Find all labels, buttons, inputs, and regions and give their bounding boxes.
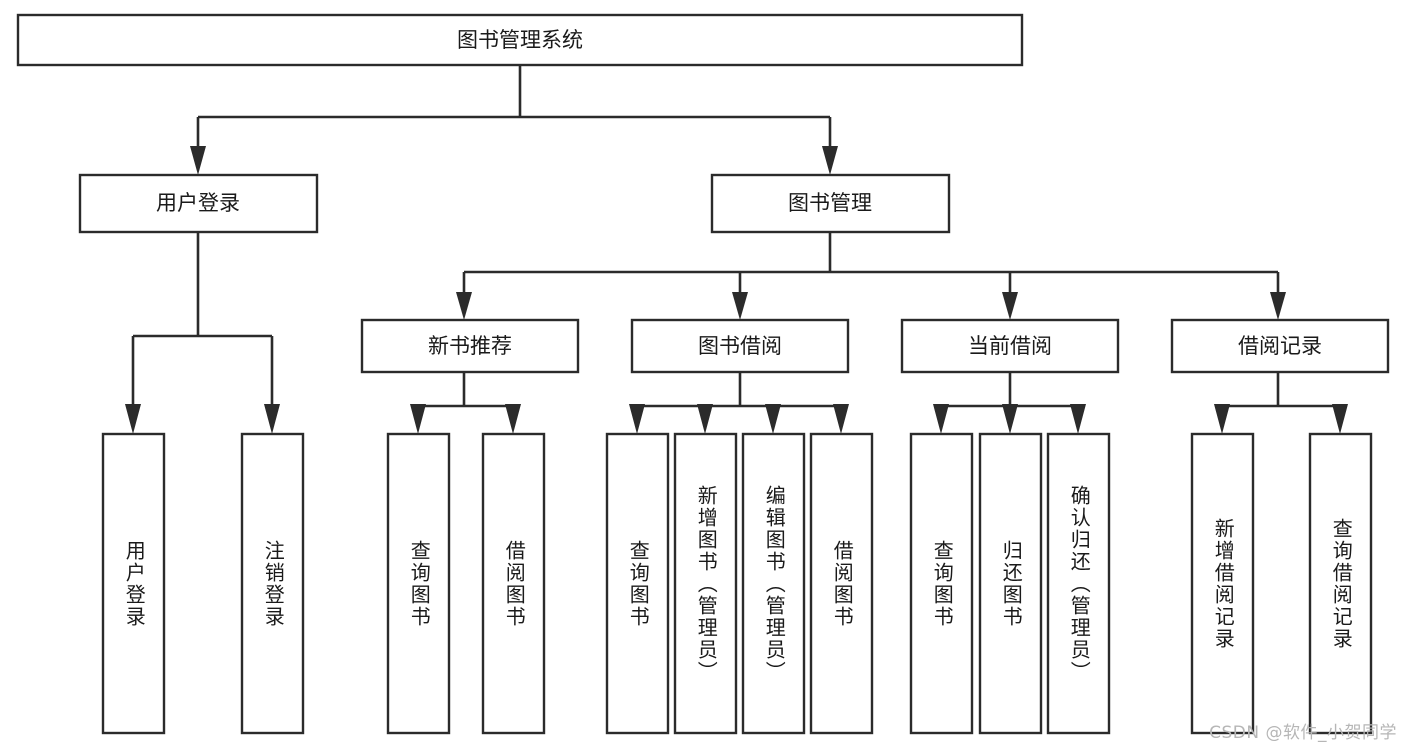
- csdn-watermark: CSDN @软件_小贺同学: [1209, 723, 1397, 743]
- arrowhead-to-userlogin: [190, 146, 206, 175]
- node-box-leaf-12[interactable]: [1190, 432, 1255, 735]
- node-box-leaf-7[interactable]: [741, 432, 806, 735]
- arrowheads-layer: [125, 146, 1348, 434]
- node-box-leaf-8[interactable]: [809, 432, 874, 735]
- node-box-book-borrow[interactable]: [630, 318, 850, 374]
- arrowhead-to-leaf8: [833, 404, 849, 434]
- arrowhead-to-leaf12: [1214, 404, 1230, 434]
- arrowhead-to-newbook: [456, 292, 472, 320]
- node-label-borrow-record: 借阅记录: [1238, 334, 1322, 358]
- arrowhead-to-leaf9: [933, 404, 949, 434]
- node-box-leaf-5[interactable]: [605, 432, 670, 735]
- node-box-current-borrow[interactable]: [900, 318, 1120, 374]
- node-box-leaf-3[interactable]: [386, 432, 451, 735]
- arrowhead-to-leaf2: [264, 404, 280, 434]
- arrowhead-to-leaf10: [1002, 404, 1018, 434]
- node-label-root: 图书管理系统: [457, 28, 583, 52]
- arrowhead-to-leaf7: [765, 404, 781, 434]
- node-box-borrow-record[interactable]: [1170, 318, 1390, 374]
- node-box-new-book-recommend[interactable]: [360, 318, 580, 374]
- arrowhead-to-leaf6: [697, 404, 713, 434]
- arrowhead-to-borrow: [732, 292, 748, 320]
- node-box-leaf-6[interactable]: [673, 432, 738, 735]
- node-box-leaf-2[interactable]: [240, 432, 305, 735]
- node-box-leaf-9[interactable]: [909, 432, 974, 735]
- node-box-leaf-1[interactable]: [101, 432, 166, 735]
- arrowhead-to-leaf3: [410, 404, 426, 434]
- node-box-leaf-10[interactable]: [978, 432, 1043, 735]
- nodes-layer: 图书管理系统 用户登录 图书管理 新书推荐 图书借阅 当前借阅 借阅记录: [16, 13, 1390, 735]
- arrowhead-to-record: [1270, 292, 1286, 320]
- node-label-new-book-recommend: 新书推荐: [428, 334, 512, 358]
- arrowhead-to-current: [1002, 292, 1018, 320]
- arrowhead-to-leaf4: [505, 404, 521, 434]
- node-box-root[interactable]: [16, 13, 1024, 67]
- arrowhead-to-bookmanage: [822, 146, 838, 175]
- arrowhead-to-leaf5: [629, 404, 645, 434]
- node-label-book-manage: 图书管理: [788, 191, 872, 215]
- node-box-leaf-13[interactable]: [1308, 432, 1373, 735]
- arrowhead-to-leaf1: [125, 404, 141, 434]
- node-box-user-login[interactable]: [78, 173, 319, 234]
- node-label-current-borrow: 当前借阅: [968, 334, 1052, 358]
- arrowhead-to-leaf11: [1070, 404, 1086, 434]
- node-box-leaf-11[interactable]: [1046, 432, 1111, 735]
- arrowhead-to-leaf13: [1332, 404, 1348, 434]
- node-label-user-login: 用户登录: [156, 191, 240, 215]
- node-box-leaf-4[interactable]: [481, 432, 546, 735]
- node-box-book-manage[interactable]: [710, 173, 951, 234]
- node-label-book-borrow: 图书借阅: [698, 334, 782, 358]
